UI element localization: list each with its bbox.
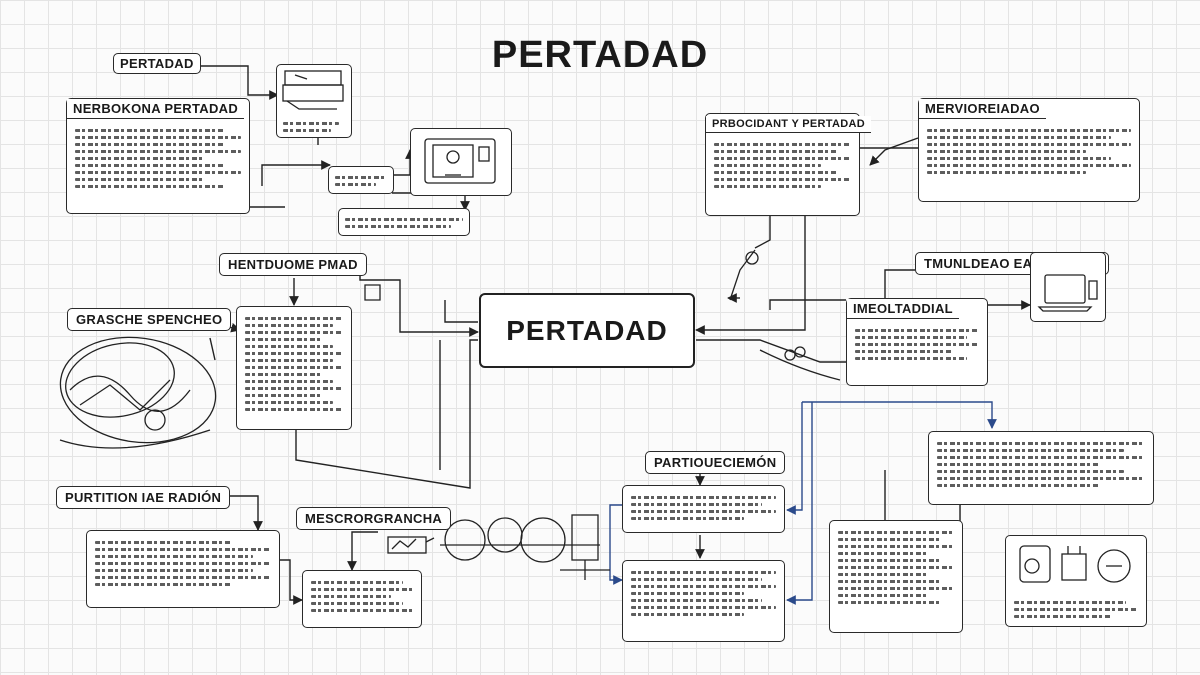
right-mid-text — [847, 319, 987, 370]
bottom-left-panel[interactable] — [86, 530, 280, 608]
right-mid-header: IMEOLTADDIAL — [847, 299, 959, 319]
small-note — [328, 166, 394, 194]
mid-left-text — [237, 307, 351, 421]
connector — [190, 65, 279, 100]
bottom-right-text — [830, 521, 962, 614]
bottom-center-text — [623, 486, 784, 530]
icon-card[interactable] — [1005, 535, 1147, 627]
connector — [884, 269, 915, 300]
sketch-detail — [745, 251, 759, 265]
top-right-panel[interactable]: PRBOCIDANT Y PERTADAD — [705, 113, 871, 216]
monitor-illustration — [410, 128, 512, 196]
bottom-center-lower-panel[interactable] — [622, 560, 785, 642]
page-title: PERTADAD — [491, 34, 709, 76]
connector-blue — [786, 402, 803, 515]
sketch-detail — [784, 349, 796, 361]
far-right-header: MERVIOREIADAO — [919, 99, 1046, 119]
right-lower-text — [929, 432, 1153, 497]
connector — [261, 160, 331, 186]
sketch-detail — [794, 346, 806, 358]
bottom-left-text — [87, 531, 279, 596]
laptop-icon — [1037, 274, 1098, 312]
top-left-tag[interactable]: PERTADAD — [113, 53, 201, 74]
top-right-text — [706, 133, 859, 198]
printer-illustration — [276, 64, 352, 138]
connector — [295, 339, 478, 489]
sketch-detail — [144, 409, 166, 431]
oval-sketch — [59, 336, 217, 444]
mid-left-text-panel[interactable] — [236, 306, 352, 430]
center-node[interactable]: PERTADAD — [479, 293, 695, 368]
oval-sketch — [65, 342, 175, 418]
top-right-header: PRBOCIDANT Y PERTADAD — [706, 116, 871, 133]
mid-left-header[interactable]: HENTDUOME PMAD — [219, 253, 367, 276]
left-oval-label[interactable]: GRASCHE SPENCHEO — [67, 308, 232, 331]
connector — [444, 300, 478, 323]
machine-sketch — [571, 514, 599, 561]
bottom-mid-header[interactable]: MESCRORGRANCHA — [296, 507, 452, 530]
left-panel[interactable]: NERBOKONA PERTADAD — [66, 98, 250, 214]
far-right-text — [919, 119, 1139, 184]
gear-sketch — [487, 517, 523, 553]
bottom-center-lower-text — [623, 561, 784, 626]
bottom-mid-text — [303, 571, 421, 622]
connector — [754, 215, 771, 249]
connector — [696, 339, 846, 363]
gear-sketch — [520, 517, 566, 563]
left-panel-header: NERBOKONA PERTADAD — [67, 99, 245, 119]
left-panel-text — [67, 119, 249, 198]
bottom-center-panel[interactable] — [622, 485, 785, 533]
sketch-detail — [364, 284, 381, 301]
sketch-detail — [79, 379, 171, 411]
sketch-detail — [759, 349, 841, 381]
bottom-right-panel[interactable] — [829, 520, 963, 633]
connector-blue — [802, 401, 997, 429]
gear-sketch — [444, 519, 486, 561]
small-note — [338, 208, 470, 236]
sketch-detail — [729, 249, 756, 301]
bottom-left-header[interactable]: PURTITION IAE RADIÓN — [56, 486, 231, 509]
connector — [209, 337, 216, 361]
right-lower-panel[interactable] — [928, 431, 1154, 505]
sketch-detail — [560, 560, 610, 580]
monitor-icon — [424, 138, 496, 184]
sketch-detail — [69, 375, 191, 412]
connector-blue — [609, 504, 623, 585]
connector — [280, 559, 303, 605]
connector-blue — [786, 402, 813, 605]
bottom-center-header[interactable]: PARTIOUECIEMÓN — [645, 451, 786, 474]
tools-icon — [1019, 545, 1131, 583]
connector — [869, 137, 919, 166]
right-mid-panel[interactable]: IMEOLTADDIAL — [846, 298, 988, 386]
connector — [392, 149, 415, 176]
chart-mini-icon — [386, 534, 436, 556]
connector — [769, 299, 846, 310]
connector — [347, 531, 378, 571]
connector — [695, 215, 806, 335]
laptop-illustration — [1030, 252, 1106, 322]
sketch-detail — [59, 429, 211, 449]
printer-icon — [282, 70, 344, 110]
bottom-mid-panel[interactable] — [302, 570, 422, 628]
far-right-panel[interactable]: MERVIOREIADAO — [918, 98, 1140, 202]
